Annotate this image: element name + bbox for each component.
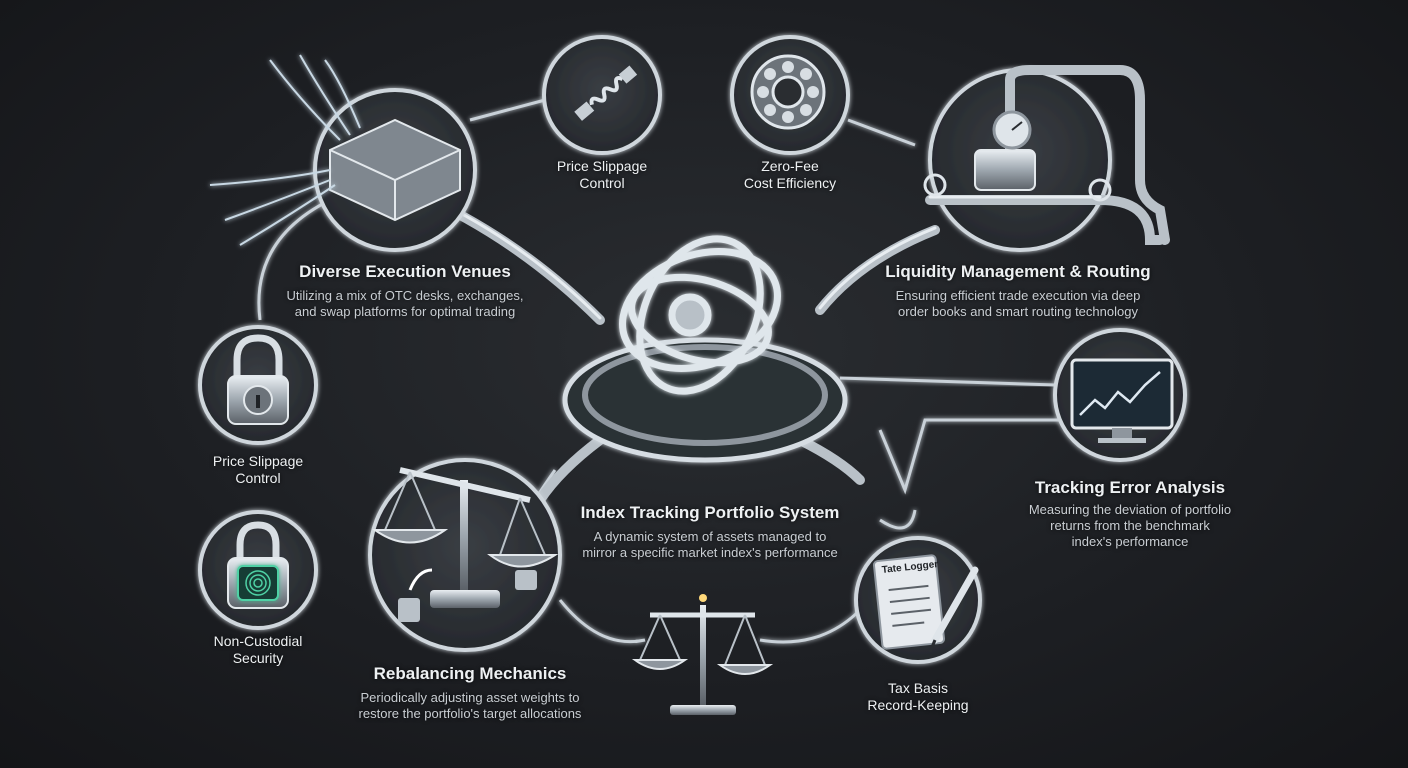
liquidity-line2: order books and smart routing technology (898, 304, 1138, 319)
diverse-venues-line1: Utilizing a mix of OTC desks, exchanges, (286, 288, 524, 303)
node-tracking-error (1053, 328, 1187, 462)
padlock-icon (227, 334, 289, 425)
liquidity-title: Liquidity Management & Routing (885, 262, 1151, 281)
monitor-chart-icon (1070, 358, 1174, 443)
zero-fee-line2: Cost Efficiency (743, 175, 837, 191)
junction-box-icon (209, 54, 461, 246)
node-liquidity (923, 65, 1170, 252)
tax-basis-line2: Record-Keeping (867, 697, 969, 713)
label-price-slippage-left: Price Slippage Control (190, 453, 326, 487)
node-rebalancing (368, 458, 562, 652)
label-liquidity: Liquidity Management & Routing Ensuring … (868, 262, 1168, 320)
fingerprint-lock-icon (227, 521, 289, 609)
scroll-pen-icon (872, 554, 979, 653)
small-scale-icon (631, 594, 774, 715)
center-line1: A dynamic system of assets managed to (593, 529, 827, 544)
rebalancing-line1: Periodically adjusting asset weights to (360, 690, 580, 705)
tracking-error-line1: Measuring the deviation of portfolio (1028, 502, 1232, 517)
balance-scale-icon (371, 467, 559, 622)
label-tracking-error: Tracking Error Analysis Measuring the de… (1010, 478, 1250, 550)
label-tax-basis: Tax Basis Record-Keeping (846, 680, 990, 714)
rebalancing-title: Rebalancing Mechanics (373, 664, 567, 683)
non-custodial-line1: Non-Custodial (213, 633, 303, 649)
center-line2: mirror a specific market index's perform… (582, 545, 838, 560)
price-slippage-left-line1: Price Slippage (212, 453, 304, 469)
node-diverse-venues (209, 54, 477, 252)
label-zero-fee: Zero-Fee Cost Efficiency (718, 158, 862, 192)
tax-basis-line1: Tax Basis (888, 680, 948, 696)
tracking-error-title: Tracking Error Analysis (1034, 478, 1226, 497)
diverse-venues-line2: and swap platforms for optimal trading (294, 304, 516, 319)
price-slippage-top-line2: Control (579, 175, 625, 191)
price-slippage-left-line2: Control (235, 470, 281, 486)
tracking-error-line3: index's performance (1071, 534, 1189, 549)
node-tax-basis (854, 536, 982, 664)
label-price-slippage-top: Price Slippage Control (530, 158, 674, 192)
bearing-icon (750, 54, 826, 130)
label-center: Index Tracking Portfolio System A dynami… (560, 503, 860, 561)
connectors (257, 98, 1070, 644)
label-non-custodial: Non-Custodial Security (190, 633, 326, 667)
non-custodial-line2: Security (232, 650, 284, 666)
liquidity-line1: Ensuring efficient trade execution via d… (895, 288, 1141, 303)
node-zero-fee (730, 35, 850, 155)
node-non-custodial (198, 510, 318, 630)
label-diverse-venues: Diverse Execution Venues Utilizing a mix… (270, 262, 540, 320)
tracking-error-line2: returns from the benchmark (1050, 518, 1210, 533)
zero-fee-line1: Zero-Fee (761, 158, 819, 174)
node-price-slippage-top (542, 35, 662, 155)
node-price-slippage-left (198, 325, 318, 445)
pipes-gauge-icon (923, 65, 1170, 245)
price-slippage-top-line1: Price Slippage (556, 158, 648, 174)
diverse-venues-title: Diverse Execution Venues (299, 262, 511, 281)
rebalancing-line2: restore the portfolio's target allocatio… (358, 706, 582, 721)
center-title: Index Tracking Portfolio System (580, 503, 840, 522)
shock-absorber-icon (574, 65, 638, 121)
label-rebalancing: Rebalancing Mechanics Periodically adjus… (340, 664, 600, 722)
central-hub (562, 235, 848, 463)
gyroscope-icon (619, 235, 781, 395)
